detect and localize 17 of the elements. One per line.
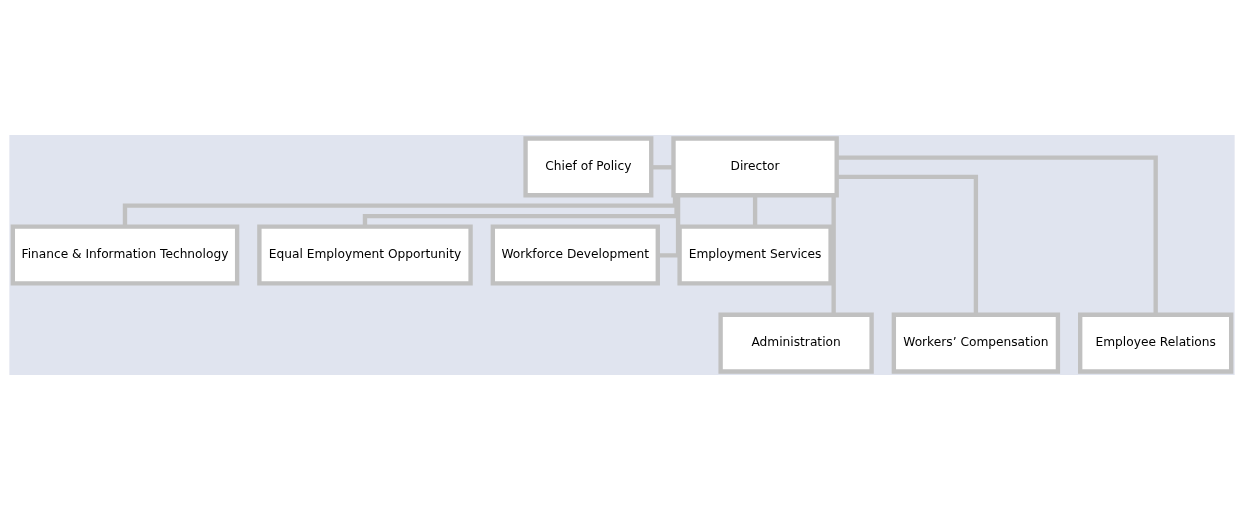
connector <box>362 195 679 227</box>
node-box: Finance & Information Technology <box>10 224 240 286</box>
node-box: Director <box>671 136 839 198</box>
node-box: Workforce Development <box>490 224 660 286</box>
node-box: Chief of Policy <box>523 136 654 198</box>
node-box: Equal Employment Opportunity <box>257 224 473 286</box>
connector <box>837 174 979 315</box>
node-box: Administration <box>718 312 874 374</box>
node-box: Employee Relations <box>1078 312 1234 374</box>
node-box: Workers’ Compensation <box>891 312 1061 374</box>
node-box: Employment Services <box>677 224 833 286</box>
connector <box>836 155 1158 315</box>
connector <box>122 195 678 227</box>
connector <box>658 195 681 258</box>
connector <box>831 195 836 315</box>
connector <box>752 195 758 227</box>
connector <box>651 165 674 170</box>
